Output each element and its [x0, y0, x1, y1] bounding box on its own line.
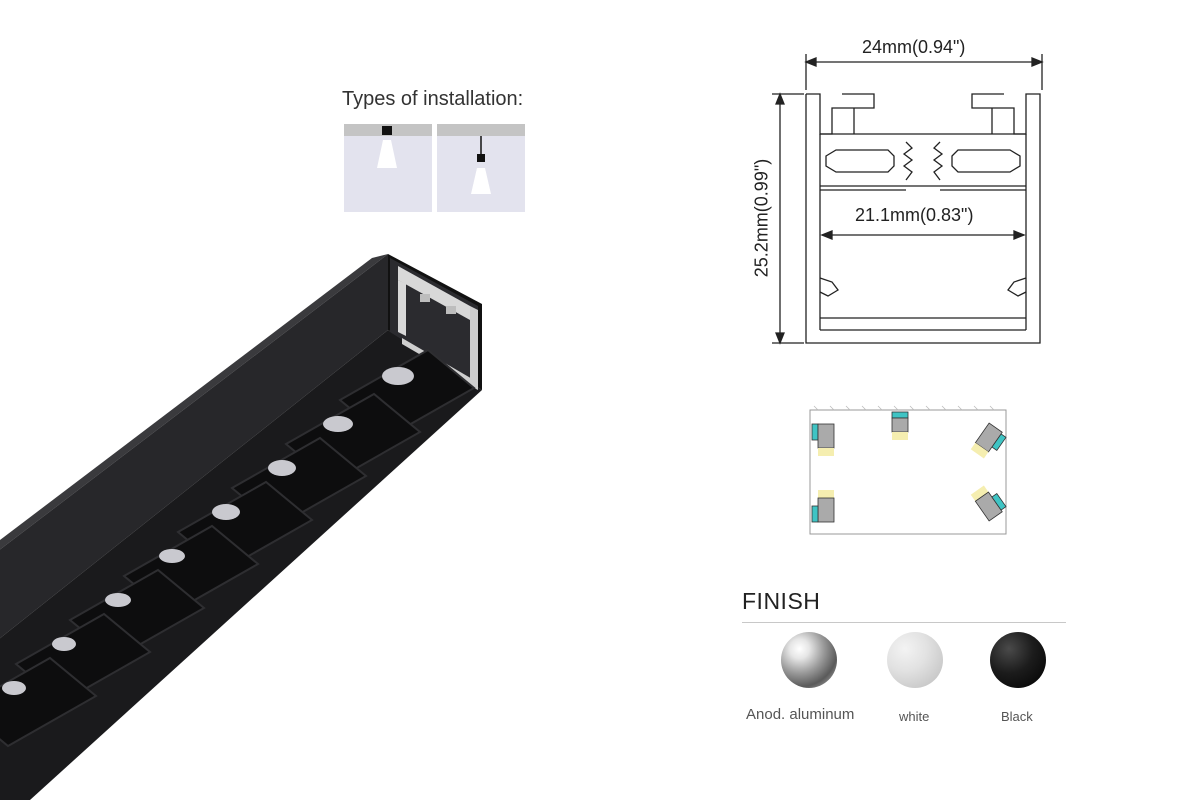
surface-mount-icon: [377, 126, 397, 168]
finish-divider: [742, 622, 1066, 623]
finish-swatch-white: [887, 632, 943, 688]
width-dimension-label: 24mm(0.94"): [862, 37, 966, 57]
led-lenses: [2, 367, 414, 695]
installation-title: Types of installation:: [342, 88, 524, 110]
finish-swatch-anodized-aluminum: [781, 632, 837, 688]
fixture-right-upper: [970, 422, 1007, 459]
height-dimension-label: 25.2mm(0.99"): [751, 158, 772, 278]
product-image: [0, 254, 482, 800]
fixture-left-lower: [811, 490, 835, 523]
inner-width-dimension-label: 21.1mm(0.83"): [855, 205, 974, 225]
surface-mount-diagram: [344, 124, 432, 212]
pendant-mount-diagram: [437, 124, 525, 212]
finish-label-anodized-aluminum: Anod. aluminum: [746, 706, 855, 723]
louver-cells: [0, 348, 476, 748]
light-direction-diagram: [809, 405, 1007, 535]
finish-label-black: Black: [1001, 709, 1033, 724]
fixture-top: [891, 411, 909, 440]
finish-title: FINISH: [742, 588, 821, 614]
finish-label-white: white: [899, 709, 930, 724]
profile-cross-section-drawing: [772, 54, 1044, 345]
fixture-left-upper: [811, 423, 835, 456]
fixture-right-lower: [970, 485, 1007, 522]
finish-swatch-black: [990, 632, 1046, 688]
pendant-mount-icon: [471, 136, 491, 194]
